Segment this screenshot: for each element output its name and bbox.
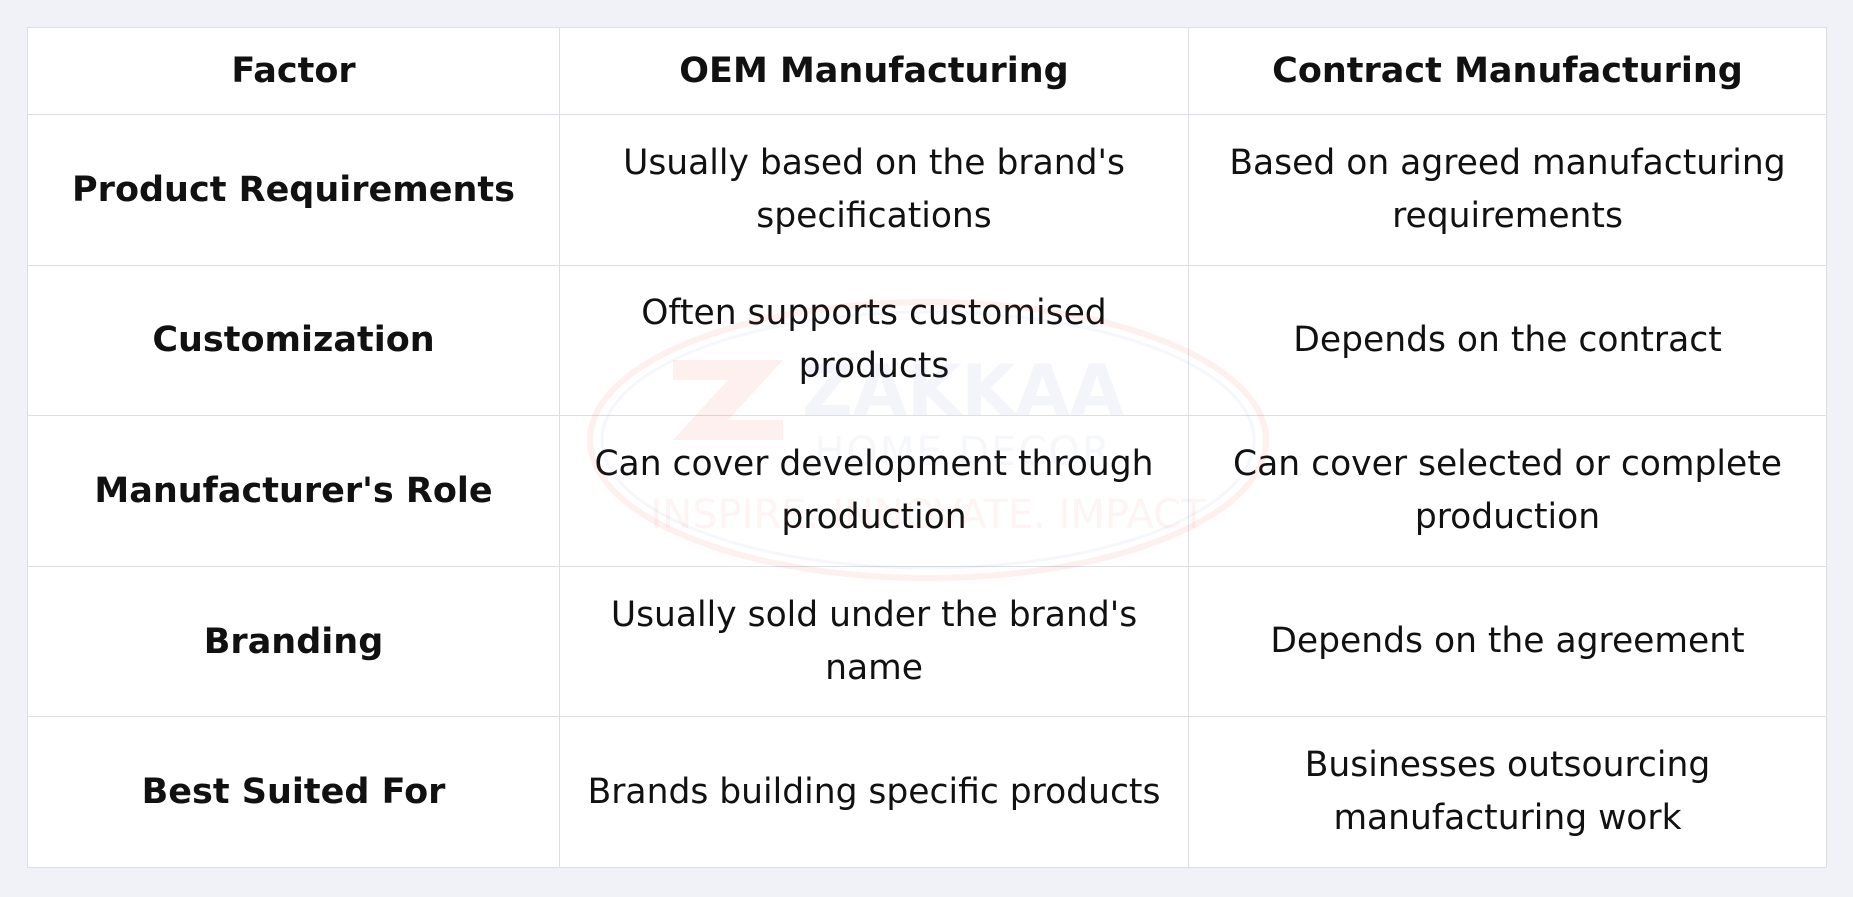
contract-cell: Based on agreed manufacturing requiremen…: [1188, 114, 1827, 266]
oem-cell: Usually based on the brand's specificati…: [559, 114, 1189, 266]
factor-cell: Customization: [27, 264, 560, 417]
factor-cell: Product Requirements: [27, 114, 560, 266]
factor-cell: Manufacturer's Role: [27, 415, 560, 567]
table-row: Product Requirements Usually based on th…: [27, 114, 1827, 266]
contract-cell: Can cover selected or complete productio…: [1188, 415, 1827, 567]
table-row: Best Suited For Brands building specific…: [27, 716, 1827, 868]
header-contract-manufacturing: Contract Manufacturing: [1188, 27, 1827, 115]
table-row: Branding Usually sold under the brand's …: [27, 565, 1827, 718]
oem-cell: Can cover development through production: [559, 415, 1189, 567]
header-oem-manufacturing: OEM Manufacturing: [559, 27, 1189, 115]
header-factor: Factor: [27, 27, 560, 115]
oem-cell: Brands building specific products: [559, 716, 1189, 868]
table-header-row: Factor OEM Manufacturing Contract Manufa…: [27, 27, 1827, 115]
oem-cell: Usually sold under the brand's name: [559, 565, 1189, 718]
oem-cell: Often supports customised products: [559, 264, 1189, 417]
factor-cell: Best Suited For: [27, 716, 560, 868]
factor-cell: Branding: [27, 565, 560, 718]
contract-cell: Depends on the agreement: [1188, 565, 1827, 718]
comparison-table-container: Factor OEM Manufacturing Contract Manufa…: [27, 27, 1827, 868]
comparison-table: Factor OEM Manufacturing Contract Manufa…: [27, 27, 1827, 868]
contract-cell: Depends on the contract: [1188, 264, 1827, 417]
table-row: Manufacturer's Role Can cover developmen…: [27, 415, 1827, 567]
table-row: Customization Often supports customised …: [27, 264, 1827, 417]
contract-cell: Businesses outsourcing manufacturing wor…: [1188, 716, 1827, 868]
